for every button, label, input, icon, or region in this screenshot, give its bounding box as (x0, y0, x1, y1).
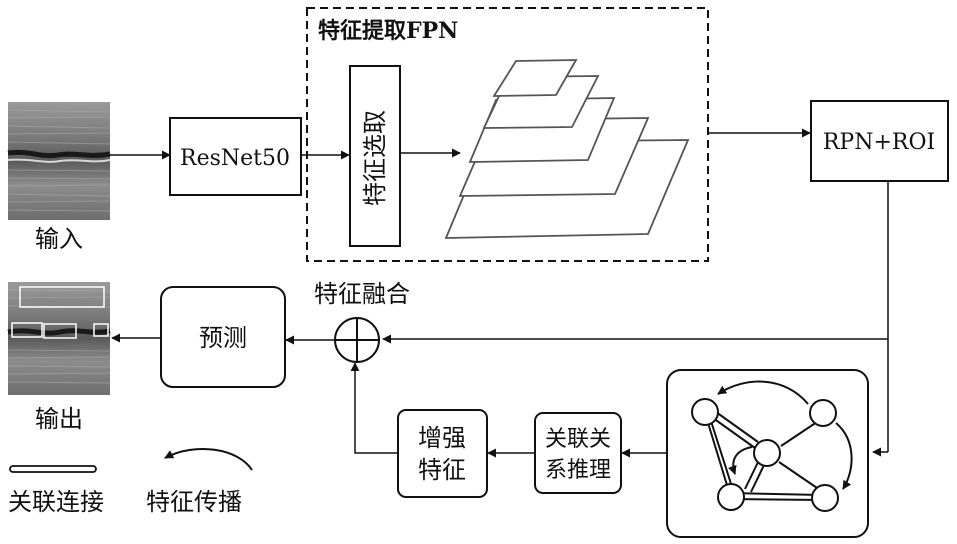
graph-node (809, 399, 837, 427)
reasoning-line1: 关联关 (545, 427, 611, 452)
detection-box (19, 286, 105, 308)
fusion-operator (334, 317, 380, 363)
detection-box (43, 323, 77, 339)
graph-node (811, 484, 839, 512)
graph-node (691, 398, 719, 426)
relation-graph (691, 380, 853, 512)
output-label: 输出 (35, 405, 83, 433)
legend-propagation-symbol (164, 447, 253, 471)
legend-link-label: 关联连接 (8, 488, 104, 516)
pyramid-level-1 (492, 59, 578, 97)
legend-propagation-label: 特征传播 (146, 488, 242, 516)
graph-node (717, 483, 745, 511)
reasoning-line2: 系推理 (545, 458, 611, 483)
arrow-enhanced-fusion (350, 362, 398, 454)
input-label: 输入 (35, 225, 83, 253)
feature-select-label: 特征选取 (361, 110, 389, 206)
detection-box (11, 322, 43, 338)
fpn-group-frame (306, 7, 709, 262)
resnet-box (169, 117, 302, 196)
propagation-arrow-top (717, 380, 809, 405)
detection-box (93, 323, 109, 337)
feature-select-box (349, 65, 401, 247)
feature-pyramid (444, 59, 690, 239)
fusion-label: 特征融合 (314, 280, 410, 308)
rpn-roi-box (810, 100, 949, 182)
resnet-label: ResNet50 (180, 146, 290, 171)
legend-link-symbol (9, 465, 97, 473)
predict-label: 预测 (199, 324, 247, 352)
graph-node (753, 439, 781, 467)
fpn-group-title: 特征提取FPN (318, 18, 458, 44)
input-image (7, 102, 111, 220)
enhanced-line1: 增强 (418, 424, 466, 452)
propagation-arrow-left (728, 446, 753, 475)
output-image (7, 282, 111, 395)
predict-box (160, 286, 286, 388)
enhanced-line2: 特征 (418, 456, 466, 484)
rpn-roi-label: RPN+ROI (823, 130, 935, 155)
propagation-arrow-right (835, 422, 853, 490)
